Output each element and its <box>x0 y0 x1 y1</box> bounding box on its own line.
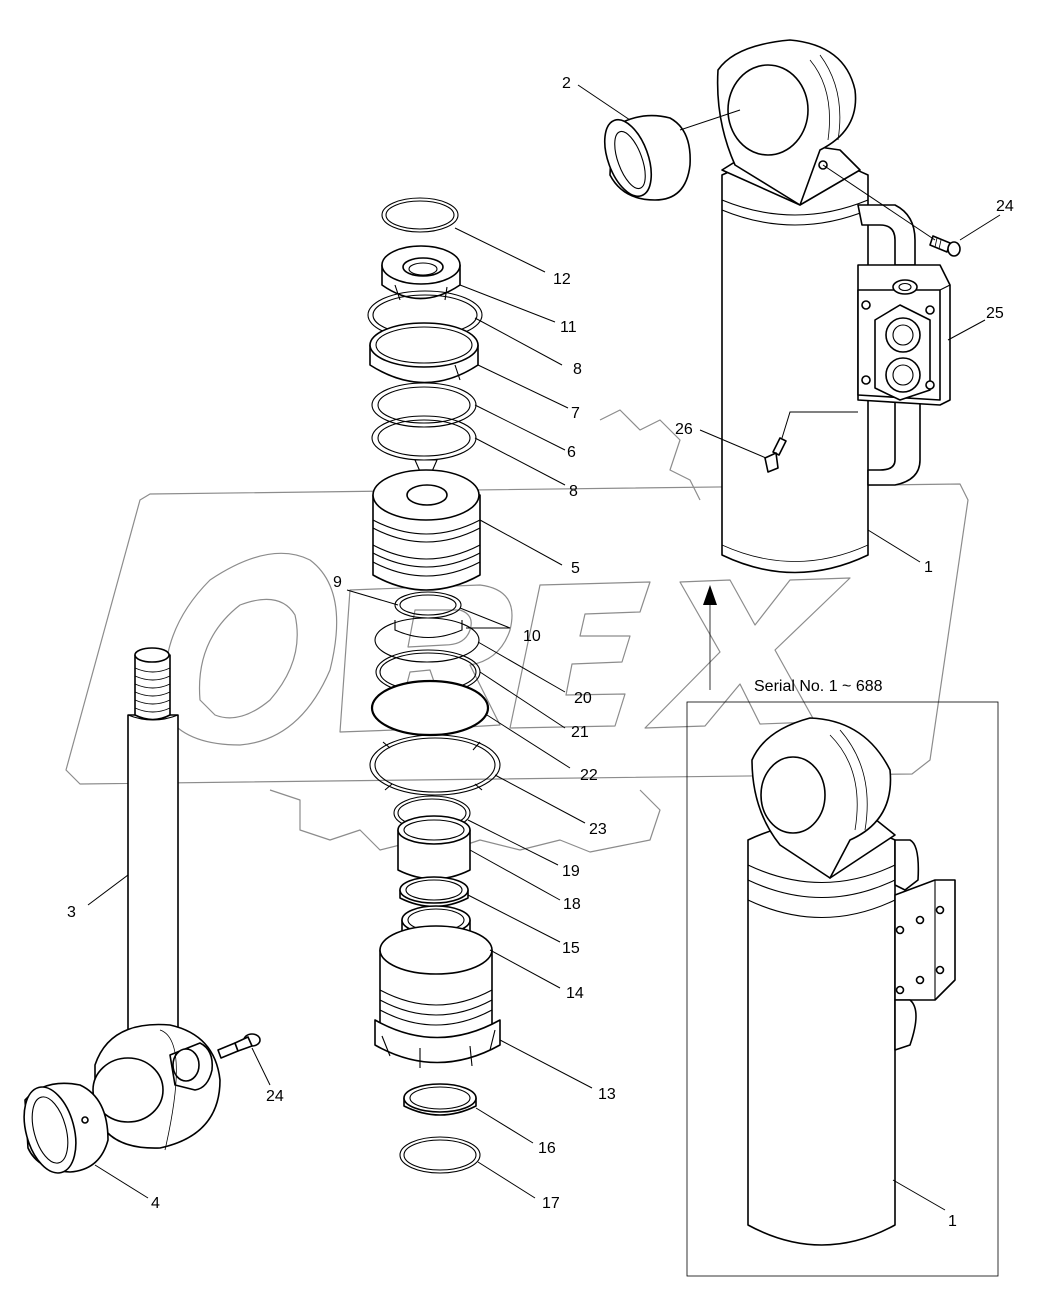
piston-rod-3 <box>92 647 221 1151</box>
callout-17: 17 <box>542 1195 560 1212</box>
callout-19: 19 <box>562 863 580 880</box>
callout-3: 3 <box>67 904 76 921</box>
gland-nut-13 <box>374 1019 501 1068</box>
callout-26: 26 <box>675 421 693 438</box>
piston-5 <box>372 469 481 591</box>
serial-label: Serial No. 1 ~ 688 <box>754 678 883 695</box>
seal-16 <box>403 1083 477 1116</box>
callout-1-main: 1 <box>924 559 933 576</box>
callout-12: 12 <box>553 271 571 288</box>
callout-1-inset: 1 <box>948 1213 957 1230</box>
callout-7: 7 <box>571 405 580 422</box>
callout-4: 4 <box>151 1195 160 1212</box>
inset-arrow <box>703 585 717 690</box>
grease-nipple-bottom <box>217 1033 261 1059</box>
callout-labels: 2 12 11 8 7 6 8 5 9 10 20 21 22 23 19 18… <box>67 75 1014 1230</box>
bushing-4 <box>23 1082 109 1174</box>
callout-16: 16 <box>538 1140 556 1157</box>
leader-lines <box>87 84 1001 1211</box>
callout-18: 18 <box>563 896 581 913</box>
callout-10: 10 <box>523 628 541 645</box>
wear-ring-7 <box>369 322 479 384</box>
backup-ring-23 <box>369 734 501 796</box>
callout-22: 22 <box>580 767 598 784</box>
callout-9: 9 <box>333 574 342 591</box>
callout-23: 23 <box>589 821 607 838</box>
callout-6: 6 <box>567 444 576 461</box>
callout-21: 21 <box>571 724 589 741</box>
bolt-26 <box>764 437 787 473</box>
callout-11: 11 <box>560 319 577 336</box>
callout-15: 15 <box>562 940 580 957</box>
callout-2: 2 <box>562 75 571 92</box>
serial-inset: Serial No. 1 ~ 688 <box>686 678 999 1277</box>
valve-block <box>857 264 951 406</box>
retainer-11 <box>381 245 461 301</box>
callout-13: 13 <box>598 1086 616 1103</box>
callout-25: 25 <box>986 305 1004 322</box>
cylinder-tube <box>716 39 961 574</box>
seal-20 <box>374 617 480 663</box>
seal-9-10 <box>394 591 463 638</box>
callout-8-upper: 8 <box>573 361 582 378</box>
bushing-2 <box>603 114 691 201</box>
callout-20: 20 <box>574 690 592 707</box>
bushing-18 <box>397 815 471 880</box>
callout-14: 14 <box>566 985 584 1002</box>
seal-15 <box>399 876 469 908</box>
snap-ring-12 <box>381 197 459 233</box>
o-ring-22 <box>370 679 490 737</box>
callout-24-top: 24 <box>996 198 1014 215</box>
callout-8-lower: 8 <box>569 483 578 500</box>
grease-nipple-top <box>929 235 961 257</box>
callout-5: 5 <box>571 560 580 577</box>
ring-17 <box>399 1136 481 1174</box>
rod-cover-14 <box>379 905 493 1047</box>
callout-24-bottom: 24 <box>266 1088 284 1105</box>
